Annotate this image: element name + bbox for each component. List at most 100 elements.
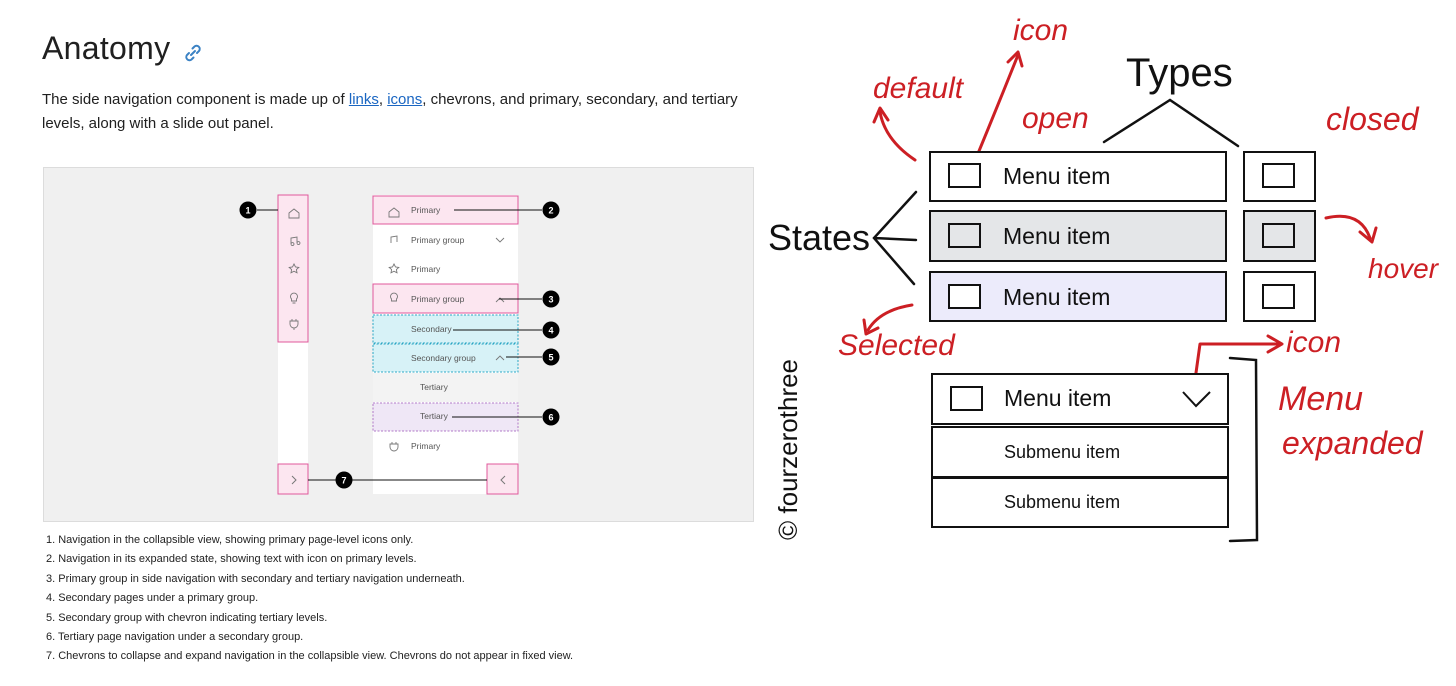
rail-home-icon[interactable] <box>288 208 300 219</box>
badge-2: 2 <box>542 201 560 219</box>
credit-text: © fourzerothree <box>773 359 803 540</box>
svg-text:6: 6 <box>548 413 553 423</box>
svg-text:1: 1 <box>245 206 250 216</box>
nav-item-label[interactable]: Primary <box>411 205 441 215</box>
links-link[interactable]: links <box>348 91 379 108</box>
submenu-item-label: Submenu item <box>1004 442 1120 462</box>
closed-annotation: closed <box>1326 101 1420 137</box>
icons-link[interactable]: icons <box>387 91 423 108</box>
closed-item-selected[interactable] <box>1243 271 1316 322</box>
note-item: 7. Chevrons to collapse and expand navig… <box>46 650 574 663</box>
hand-drawn-sketch: icon default open closed hover Selected … <box>768 14 1440 543</box>
arrowhead <box>1358 226 1378 244</box>
submenu-item-1[interactable] <box>931 426 1229 478</box>
types-heading: Types <box>1126 51 1233 95</box>
arrowhead <box>862 318 880 336</box>
closed-item-icon <box>1262 163 1295 188</box>
nav-item-label[interactable]: Tertiary <box>420 382 449 392</box>
note-item: 4. Secondary pages under a primary group… <box>46 592 259 605</box>
arrowhead <box>872 106 890 124</box>
arrowhead <box>1006 50 1024 68</box>
rail-icons-highlight <box>277 194 309 343</box>
types-branch <box>1102 98 1240 148</box>
closed-item-icon <box>1262 223 1295 248</box>
submenu-item-label: Submenu item <box>1004 492 1120 512</box>
chevron-down-icon[interactable] <box>495 237 505 243</box>
rail-expand-chevron-box <box>277 463 309 495</box>
menu-item-icon <box>950 386 983 411</box>
intro-sep: , <box>378 91 388 108</box>
selected-annotation: Selected <box>838 329 956 362</box>
chevron-down-icon[interactable] <box>1182 391 1211 408</box>
svg-text:3: 3 <box>548 295 553 305</box>
intro-text-1: The side navigation component is made up… <box>42 91 349 108</box>
arrow-to-default <box>878 110 917 162</box>
note-item: 3. Primary group in side navigation with… <box>46 572 465 585</box>
note-item: 5. Secondary group with chevron indicati… <box>46 611 328 624</box>
nav-item-label[interactable]: Primary group <box>411 294 465 304</box>
nav-item-label[interactable]: Primary <box>411 264 441 274</box>
svg-text:7: 7 <box>341 476 346 486</box>
secondary-group-highlight <box>372 343 519 373</box>
tertiary-row-bg <box>373 373 518 402</box>
panel-lightbulb-icon[interactable] <box>390 292 398 302</box>
panel-plug-icon[interactable] <box>389 442 399 452</box>
svg-text:4: 4 <box>548 326 553 336</box>
panel-home-icon[interactable] <box>388 207 400 218</box>
menu-expanded-bracket <box>1228 356 1259 543</box>
badge-7: 7 <box>335 471 353 489</box>
nav-item-label[interactable]: Tertiary <box>420 411 449 421</box>
anatomy-notes: 1. Navigation in the collapsible view, s… <box>46 531 573 667</box>
rail-plug-icon[interactable] <box>289 319 299 330</box>
rail-lightbulb-icon[interactable] <box>290 292 298 304</box>
badge-3: 3 <box>542 290 560 308</box>
anatomy-diagram: Primary Primary group Primary Primary gr… <box>43 167 754 522</box>
intro-paragraph: The side navigation component is made up… <box>42 88 742 136</box>
menu-item-label: Menu item <box>1004 385 1111 411</box>
icon-annotation-top: icon <box>1013 14 1068 47</box>
chevron-left-icon[interactable] <box>500 475 506 485</box>
arrow-to-hover <box>1324 214 1372 240</box>
svg-text:5: 5 <box>548 353 553 363</box>
link-icon[interactable] <box>182 42 204 64</box>
panel-star-icon[interactable] <box>388 262 400 274</box>
note-item: 1. Navigation in the collapsible view, s… <box>46 534 414 546</box>
closed-item-default[interactable] <box>1243 151 1316 202</box>
menu-item-icon <box>948 284 981 309</box>
menu-expanded-annotation-1: Menu <box>1278 380 1363 418</box>
default-annotation: default <box>873 72 965 105</box>
closed-item-icon <box>1262 284 1295 309</box>
arrowhead <box>1266 334 1284 354</box>
menu-item-icon <box>948 163 981 188</box>
badge-5: 5 <box>542 348 560 366</box>
svg-text:2: 2 <box>548 206 553 216</box>
note-item: 6. Tertiary page navigation under a seco… <box>46 631 304 644</box>
closed-item-hover[interactable] <box>1243 210 1316 262</box>
badge-6: 6 <box>542 408 560 426</box>
chevron-right-icon[interactable] <box>291 475 297 485</box>
menu-expanded-annotation-2: expanded <box>1282 425 1424 461</box>
chevron-up-icon[interactable] <box>495 297 505 303</box>
page-title: Anatomy <box>42 30 171 66</box>
nav-item-label[interactable]: Primary group <box>411 235 465 245</box>
rail-star-icon[interactable] <box>288 262 300 274</box>
chevron-up-icon-secondary[interactable] <box>495 355 505 361</box>
nav-item-label[interactable]: Secondary group <box>411 353 476 363</box>
icon-annotation-right: icon <box>1286 326 1341 359</box>
panel-music-note-icon[interactable] <box>390 235 398 243</box>
intro-text-2: , chevrons, and primary, secondary, and … <box>42 91 738 132</box>
rail-music-note-icon[interactable] <box>290 236 301 246</box>
badge-1: 1 <box>239 201 257 219</box>
menu-item-icon <box>948 223 981 248</box>
note-item: 2. Navigation in its expanded state, sho… <box>46 553 417 566</box>
nav-item-label[interactable]: Secondary <box>411 324 452 334</box>
submenu-item-2[interactable] <box>931 477 1229 528</box>
arrow-to-icon-right <box>1193 342 1282 382</box>
anatomy-svg: Primary Primary group Primary Primary gr… <box>239 194 560 495</box>
secondary-highlight <box>372 314 519 344</box>
menu-item-selected[interactable] <box>929 271 1227 322</box>
nav-item-label[interactable]: Primary <box>411 441 441 451</box>
arrow-to-selected <box>866 303 914 332</box>
states-heading: States <box>768 217 870 258</box>
menu-item-label: Menu item <box>1003 284 1110 310</box>
